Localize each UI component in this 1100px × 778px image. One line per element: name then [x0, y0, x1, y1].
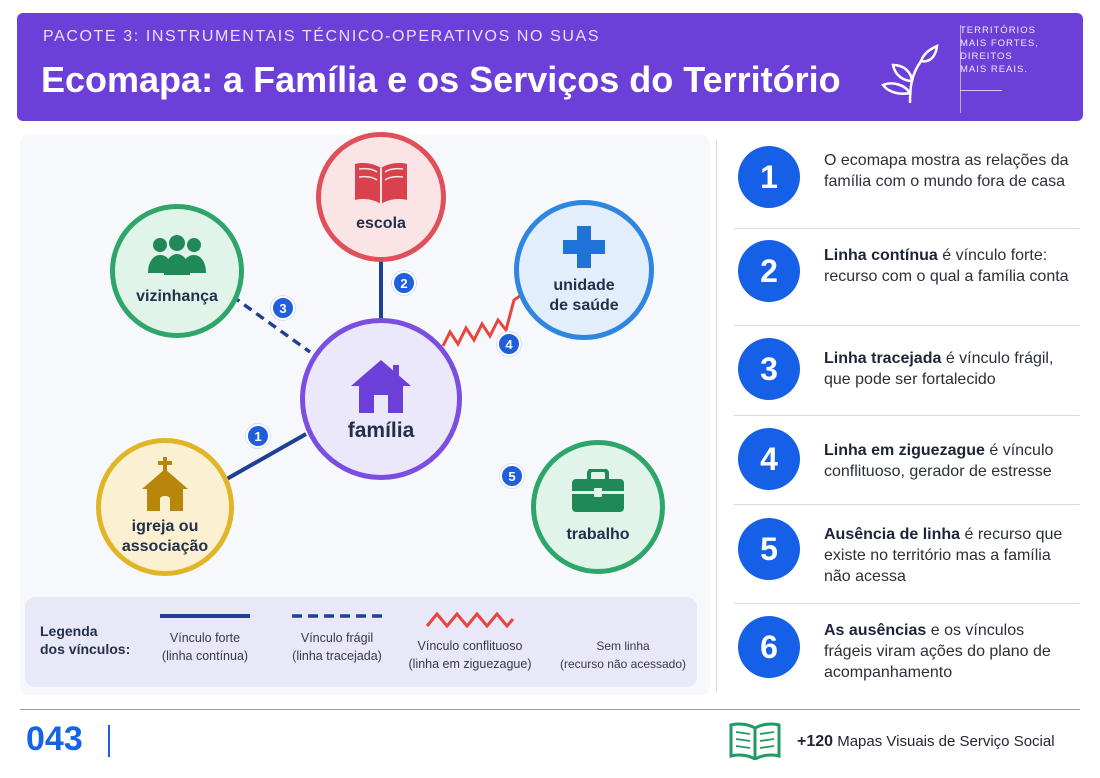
list-separator — [734, 603, 1080, 604]
list-item-3: 3 Linha tracejada é vínculo frágil, que … — [734, 336, 1080, 408]
list-item-1: 1 O ecomapa mostra as relações da famíli… — [734, 144, 1080, 224]
house-icon — [351, 360, 411, 413]
node-igreja-label-2: associação — [121, 538, 209, 555]
list-item-2: 2 Linha contínua é vínculo forte: recurs… — [734, 238, 1080, 318]
book-icon — [355, 163, 407, 204]
node-igreja-label-1: igreja ou — [131, 518, 199, 535]
legend-panel: Legenda dos vínculos: Vínculo forte (lin… — [25, 597, 697, 687]
link-badge-5: 5 — [500, 464, 524, 488]
list-item-6: 6 As ausências e os vínculos frágeis vir… — [734, 612, 1080, 692]
node-vizinhanca: vizinhança — [110, 204, 244, 338]
list-separator — [734, 415, 1080, 416]
list-separator — [734, 325, 1080, 326]
link-igreja-strong — [224, 432, 307, 482]
link-saude-conflict — [441, 294, 521, 347]
legend-item-conflict: Vínculo conflituoso (linha em ziguezague… — [403, 611, 537, 673]
list-text-3: Linha tracejada é vínculo frágil, que po… — [824, 350, 1054, 388]
tagline-underline — [960, 90, 1002, 91]
node-familia-label: família — [347, 419, 415, 442]
list-item-4: 4 Linha em ziguezague é vínculo conflitu… — [734, 426, 1080, 498]
banner-tagline: TERRITÓRIOS MAIS FORTES, DIREITOS MAIS R… — [960, 25, 1039, 75]
series-kicker: PACOTE 3: INSTRUMENTAIS TÉCNICO-OPERATIV… — [43, 28, 601, 45]
legend-title: Legenda dos vínculos: — [40, 623, 131, 657]
briefcase-icon — [572, 469, 624, 512]
link-badge-4: 4 — [497, 332, 521, 356]
series-credit: +120 Mapas Visuais de Serviço Social — [797, 733, 1055, 750]
header-banner: PACOTE 3: INSTRUMENTAIS TÉCNICO-OPERATIV… — [17, 13, 1083, 121]
list-text-5: Ausência de linha é recurso que existe n… — [824, 526, 1063, 585]
footer-rule — [20, 709, 1080, 710]
link-badge-2: 2 — [392, 271, 416, 295]
node-escola-label: escola — [356, 215, 406, 232]
zigzag-line-sample — [425, 611, 515, 629]
list-separator — [734, 228, 1080, 229]
node-trabalho-label: trabalho — [566, 526, 630, 543]
node-igreja: igreja ou associação — [96, 438, 234, 576]
list-separator — [734, 504, 1080, 505]
link-vizinhanca-dashed — [230, 294, 312, 354]
list-text-6: As ausências e os vínculos frágeis viram… — [824, 622, 1051, 681]
list-number-1: 1 — [738, 146, 800, 208]
solid-line-sample — [160, 614, 250, 618]
list-number-3: 3 — [738, 338, 800, 400]
list-text-2: Linha contínua é vínculo forte: recurso … — [824, 247, 1069, 285]
legend-item-fragile: Vínculo frágil (linha tracejada) — [285, 611, 389, 665]
node-unidade-saude-label-1: unidade — [553, 277, 615, 294]
node-familia: família — [300, 318, 462, 480]
link-badge-1: 1 — [246, 424, 270, 448]
page-number-bar — [108, 725, 110, 757]
legend-item-strong: Vínculo forte (linha contínua) — [153, 611, 257, 665]
open-book-icon — [729, 722, 781, 760]
link-badge-3: 3 — [271, 296, 295, 320]
list-number-5: 5 — [738, 518, 800, 580]
list-number-4: 4 — [738, 428, 800, 490]
medical-cross-icon — [563, 226, 605, 268]
page-title: Ecomapa: a Família e os Serviços do Terr… — [41, 59, 841, 100]
list-number-2: 2 — [738, 240, 800, 302]
node-escola: escola — [316, 132, 446, 262]
list-text-4: Linha em ziguezague é vínculo conflituos… — [824, 442, 1054, 480]
page-number: 043 — [26, 720, 83, 758]
node-trabalho: trabalho — [531, 440, 665, 574]
node-vizinhanca-label: vizinhança — [136, 288, 218, 305]
list-text-1: O ecomapa mostra as relações da família … — [824, 152, 1069, 190]
column-divider — [716, 140, 717, 692]
banner-divider — [960, 25, 961, 113]
list-number-6: 6 — [738, 616, 800, 678]
list-item-5: 5 Ausência de linha é recurso que existe… — [734, 514, 1080, 594]
node-unidade-saude-label-2: de saúde — [549, 297, 619, 314]
dashed-line-sample — [292, 614, 382, 618]
chapel-icon — [142, 457, 188, 511]
node-unidade-saude: unidade de saúde — [514, 200, 654, 340]
people-group-icon — [148, 235, 206, 275]
leaf-sprout-icon — [881, 43, 939, 104]
legend-item-none: Sem linha (recurso não acessado) — [559, 639, 687, 671]
